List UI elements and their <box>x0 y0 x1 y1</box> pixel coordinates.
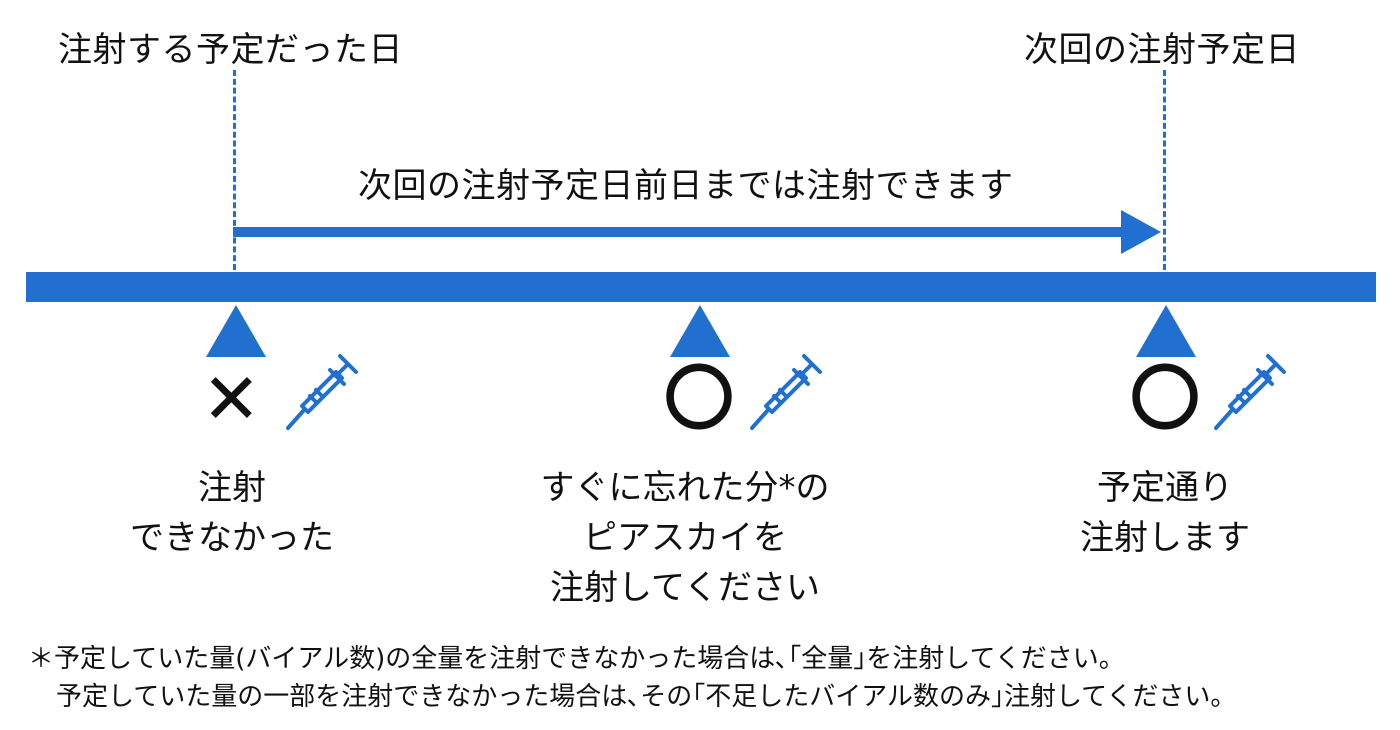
timeline-marker-3 <box>1136 305 1196 357</box>
circle-mark: 〇 <box>664 358 734 440</box>
timeline-bar <box>26 272 1376 302</box>
syringe-icon <box>750 354 822 430</box>
footnote-line-1: ＊予定していた量(バイアル数)の全量を注射できなかった場合は､｢全量｣を注射して… <box>28 644 1125 674</box>
range-arrow-head <box>1121 210 1161 254</box>
case-inject-now-label: すぐに忘れた分*の ピアスカイを 注射してください <box>520 463 850 613</box>
next-scheduled-day-label: 次回の注射予定日 <box>1024 30 1300 70</box>
scheduled-day-guide <box>233 70 236 270</box>
range-label: 次回の注射予定日前日までは注射できます <box>358 166 1014 206</box>
case-label-line: できなかった <box>130 518 334 558</box>
range-arrow <box>233 210 1161 254</box>
timeline-marker-2 <box>670 305 730 357</box>
timeline-marker-1 <box>206 305 266 357</box>
scheduled-day-label: 注射する予定だった日 <box>58 30 403 70</box>
circle-mark: 〇 <box>1130 358 1200 440</box>
next-day-guide <box>1163 70 1166 270</box>
range-arrow-shaft <box>233 227 1123 237</box>
footnote-line-2: 予定していた量の一部を注射できなかった場合は､その｢不足したバイアル数のみ｣注射… <box>56 682 1237 712</box>
syringe-icon <box>1214 354 1286 430</box>
cross-mark: ✕ <box>202 358 261 440</box>
case-label-line: すぐに忘れた分*の <box>540 468 830 508</box>
case-label-line: 注射します <box>1080 518 1250 558</box>
case-missed-label: 注射 できなかった <box>92 463 372 563</box>
case-as-scheduled-label: 予定通り 注射します <box>1040 463 1290 563</box>
case-label-line: ピアスカイを <box>583 518 787 558</box>
case-label-line: 注射してください <box>550 568 820 608</box>
case-label-line: 注射 <box>198 468 266 508</box>
case-label-line: 予定通り <box>1097 468 1233 508</box>
syringe-icon <box>286 354 358 430</box>
